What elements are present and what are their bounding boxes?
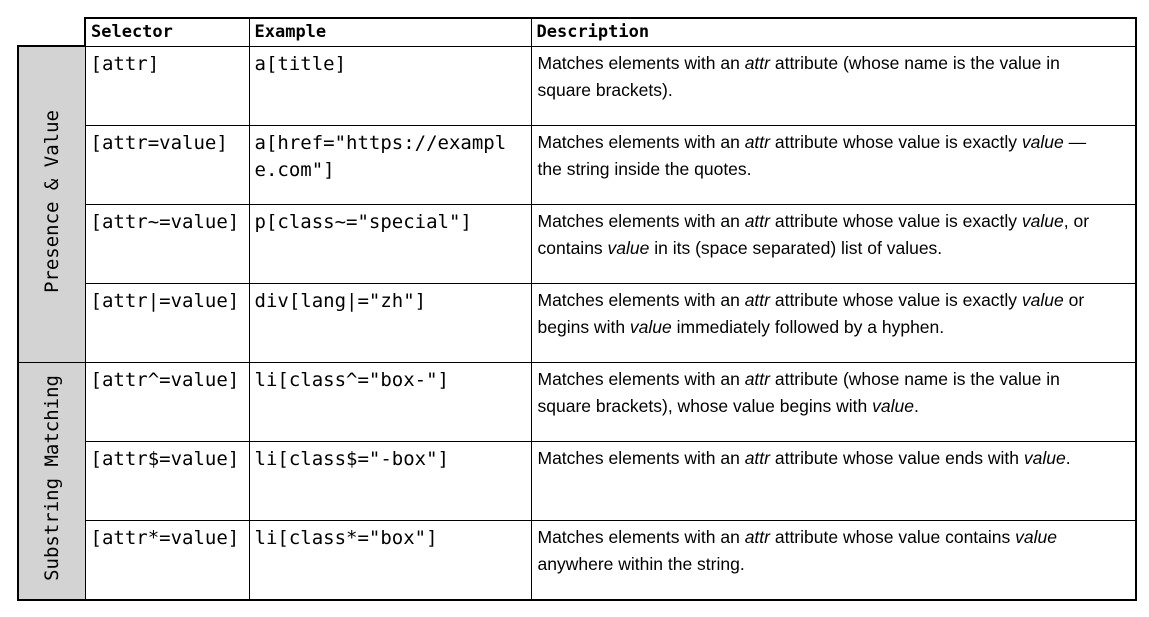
group-header-presence-and-value: Presence & Value: [17, 45, 86, 363]
table-row: Presence & Value [attr] a[title] Matches…: [17, 45, 1137, 363]
example-cell: a[href="https://example.com"]: [248, 124, 532, 205]
description-cell: Matches elements with an attr attribute …: [530, 361, 1137, 442]
selector-cell: [attr*=value]: [84, 519, 250, 601]
description-cell: Matches elements with an attr attribute …: [530, 45, 1137, 126]
selector-cell: [attr$=value]: [84, 440, 250, 521]
table-row: [attr=value] a[href="https://example.com…: [18, 124, 1137, 205]
selector-cell: [attr~=value]: [84, 203, 250, 284]
page-content: Selector Example Description Presence & …: [17, 17, 1149, 601]
description-cell: Matches elements with an attr attribute …: [530, 519, 1137, 601]
selector-cell: [attr]: [84, 45, 250, 126]
column-header-description: Description: [530, 17, 1137, 47]
selector-cell: [attr=value]: [84, 124, 250, 205]
selector-cell: [attr|=value]: [84, 282, 250, 363]
example-cell: div[lang|="zh"]: [248, 282, 532, 363]
table-row: [attr|=value] div[lang|="zh"] Matches el…: [18, 282, 1137, 363]
table-row: [attr$=value] li[class$="-box"] Matches …: [18, 440, 1137, 521]
corner-spacer: [18, 18, 85, 46]
example-cell: li[class*="box"]: [248, 519, 532, 601]
description-cell: Matches elements with an attr attribute …: [530, 282, 1137, 363]
selector-cell: [attr^=value]: [84, 361, 250, 442]
example-cell: a[title]: [248, 45, 532, 126]
group-label: Presence & Value: [40, 110, 63, 294]
attribute-selectors-table: Selector Example Description Presence & …: [17, 17, 1137, 601]
column-header-example: Example: [248, 17, 532, 47]
group-header-substring-matching: Substring Matching: [17, 361, 86, 601]
table-row: [attr*=value] li[class*="box"] Matches e…: [18, 519, 1137, 601]
description-cell: Matches elements with an attr attribute …: [530, 440, 1137, 521]
group-label: Substring Matching: [40, 375, 63, 582]
table-row: Substring Matching [attr^=value] li[clas…: [17, 361, 1137, 601]
description-cell: Matches elements with an attr attribute …: [530, 124, 1137, 205]
header-row: Selector Example Description: [18, 17, 1137, 47]
description-cell: Matches elements with an attr attribute …: [530, 203, 1137, 284]
example-cell: li[class^="box-"]: [248, 361, 532, 442]
example-cell: p[class~="special"]: [248, 203, 532, 284]
table-row: [attr~=value] p[class~="special"] Matche…: [18, 203, 1137, 284]
example-cell: li[class$="-box"]: [248, 440, 532, 521]
column-header-selector: Selector: [84, 17, 250, 47]
